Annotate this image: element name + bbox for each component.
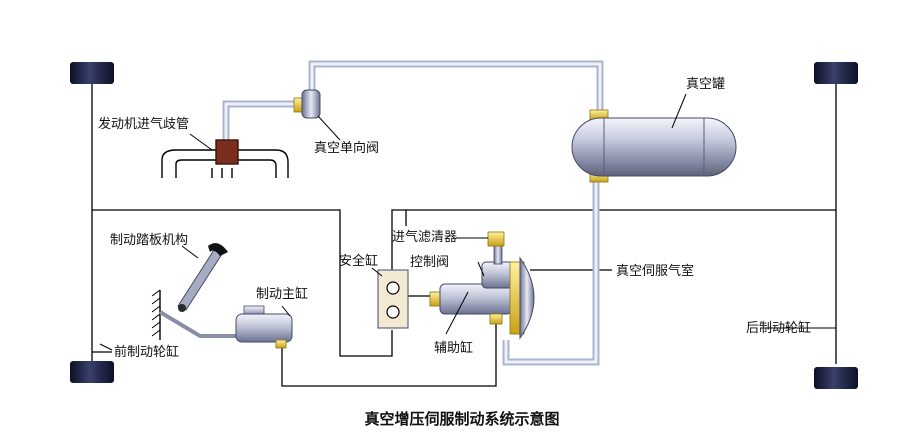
label-master-cylinder: 制动主缸: [256, 286, 308, 302]
rear-bottom-wheel: [814, 367, 858, 389]
vacuum-check-valve: [293, 89, 341, 141]
manifold-valve-block: [215, 139, 239, 165]
check-valve-icon: [301, 89, 321, 119]
label-safety-cylinder: 安全缸: [339, 253, 378, 269]
front-top-wheel: [70, 62, 114, 84]
wheel-icon: [70, 361, 114, 383]
label-auxiliary-cylinder: 辅助缸: [434, 340, 473, 356]
label-vacuum-servo-chamber: 真空伺服气室: [616, 263, 694, 279]
wheel-icon: [814, 62, 858, 84]
label-intake-manifold: 发动机进气歧管: [98, 116, 189, 132]
front-brake-line: [92, 209, 393, 357]
label-vacuum-check-valve: 真空单向阀: [314, 140, 379, 156]
label-intake-filter: 进气滤清器: [392, 229, 457, 245]
brake-pedal-mechanism: [151, 243, 236, 340]
servo-chamber-icon: [519, 256, 535, 340]
wheel-icon: [70, 62, 114, 84]
label-control-valve: 控制阀: [410, 255, 449, 270]
safety-top-line: [391, 209, 407, 270]
master-cylinder-icon: [235, 313, 293, 343]
rear-top-wheel: [814, 62, 858, 84]
vacuum-pipe-manifold: [222, 100, 300, 140]
pedal-icon: [177, 249, 223, 311]
safety-cylinder: [371, 267, 409, 329]
label-brake-pedal-mechanism: 制动踏板机构: [110, 233, 188, 248]
label-front-wheel-cylinder: 前制动轮缸: [114, 344, 179, 360]
front-bottom-wheel: [70, 361, 114, 383]
vacuum-tank: [571, 93, 737, 183]
brake-master-cylinder: [235, 305, 293, 349]
diagram-caption: 真空增压伺服制动系统示意图: [364, 410, 559, 428]
control-valve-icon: [481, 261, 515, 289]
hydraulic-lines: [91, 82, 837, 387]
intake-manifold: [161, 133, 289, 178]
label-vacuum-tank: 真空罐: [686, 77, 725, 92]
vacuum-pipe-top: [308, 60, 604, 114]
wheel-icon: [814, 367, 858, 389]
safety-cylinder-icon: [377, 269, 409, 329]
tank-icon: [571, 117, 737, 177]
label-rear-wheel-cylinder: 后制动轮缸: [746, 320, 811, 336]
label-leaders: [99, 237, 836, 351]
vacuum-lines: [222, 60, 604, 366]
master-to-aux-line: [281, 318, 497, 387]
filter-icon: [487, 231, 505, 247]
servo-assembly: [429, 231, 535, 340]
